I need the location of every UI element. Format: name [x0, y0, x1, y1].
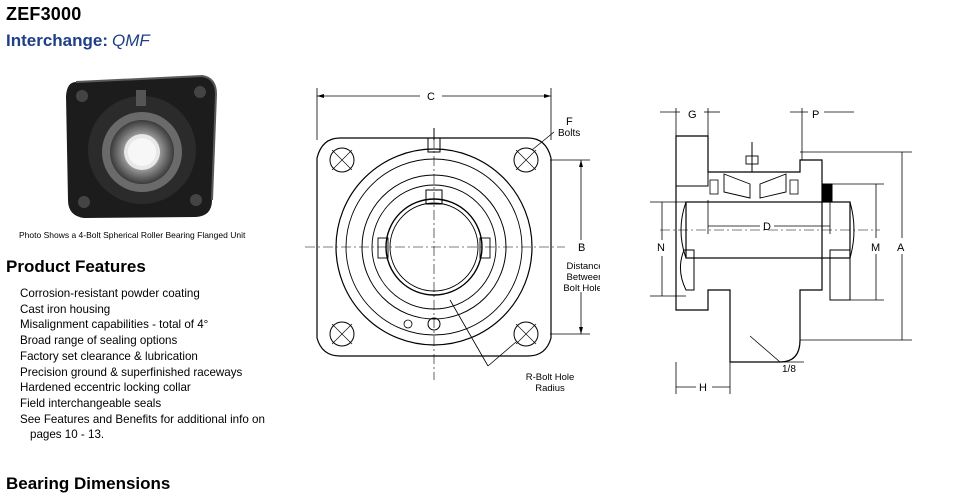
radius-line1: R-Bolt Hole [526, 372, 575, 383]
feature-item-continued-text: pages 10 - 13. [30, 428, 105, 442]
feature-item: Corrosion-resistant powder coating [20, 287, 200, 300]
side-view-drawing: G P D N M A H 1/8 [650, 108, 912, 394]
photo-caption: Photo Shows a 4-Bolt Spherical Roller Be… [19, 230, 246, 240]
feature-item: Misalignment capabilities - total of 4° [20, 318, 209, 332]
dim-label-b: B [578, 242, 585, 254]
feature-item: Cast iron housing [20, 302, 111, 316]
feature-item: Factory set clearance & lubrication [20, 349, 198, 363]
distance-line3: Bolt Holes [563, 283, 600, 294]
interchange-line: Interchange:QMF [6, 31, 150, 51]
feature-item-continued: pages 10 - 13. [20, 427, 265, 443]
feature-item: Precision ground & superfinished raceway… [20, 365, 243, 379]
dim-label-g: G [688, 109, 697, 121]
product-model-title: ZEF3000 [6, 4, 82, 24]
distance-line2: Between [567, 272, 600, 283]
radius-line2: Radius [535, 383, 565, 394]
dim-label-h: H [699, 382, 707, 394]
dimensions-heading: Bearing Dimensions [6, 474, 171, 493]
dim-label-f: F [566, 116, 573, 128]
interchange-value: QMF [112, 31, 150, 50]
feature-item: See Features and Benefits for additional… [20, 412, 265, 426]
bolts-label: Bolts [558, 128, 580, 139]
features-list: Corrosion-resistant powder coating Cast … [20, 286, 265, 443]
interchange-label: Interchange: [6, 31, 109, 50]
dim-label-n: N [657, 242, 665, 254]
dim-label-one-eighth: 1/8 [782, 364, 796, 375]
features-heading: Product Features [6, 257, 146, 276]
dim-label-d: D [763, 221, 771, 233]
distance-line1: Distance [567, 261, 600, 272]
feature-item: Hardened eccentric locking collar [20, 381, 191, 395]
dim-label-p: P [812, 109, 819, 121]
front-view-drawing: C B Distance Between Bolt Holes F Bolts … [305, 88, 600, 394]
feature-item: Field interchangeable seals [20, 396, 162, 410]
feature-item: Broad range of sealing options [20, 334, 178, 348]
product-photo [66, 74, 218, 218]
dim-label-a: A [897, 242, 905, 254]
dim-label-m: M [871, 242, 880, 254]
dim-label-c: C [427, 91, 435, 103]
